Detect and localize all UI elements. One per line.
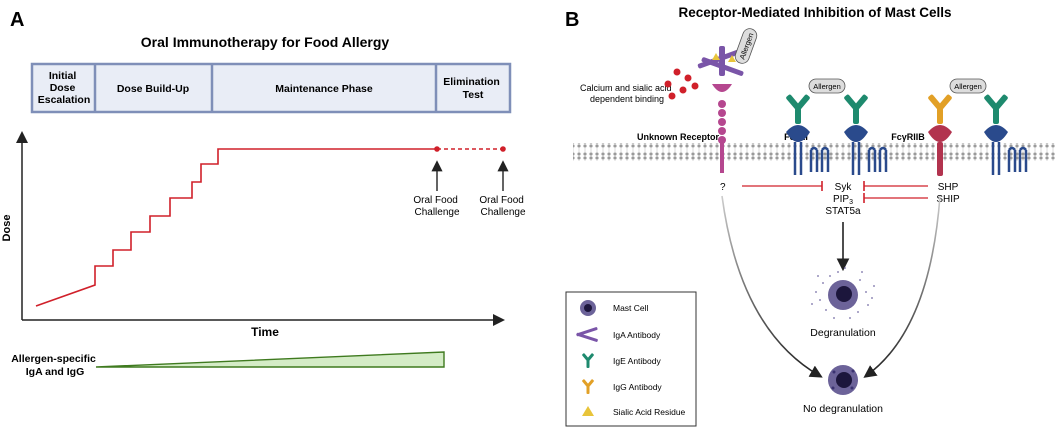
dose-time-axes: Dose Time bbox=[1, 131, 505, 339]
inhibition-arrow-right bbox=[863, 195, 941, 378]
fcgriib-label: FcγRIIB bbox=[891, 132, 925, 142]
panel-b-letter: B bbox=[565, 9, 579, 31]
svg-text:IgG Antibody: IgG Antibody bbox=[613, 382, 662, 392]
panel-a: A Oral Immunotherapy for Food Allergy In… bbox=[1, 9, 526, 378]
signaling: Syk PIP3 STAT5a SHP SHIP bbox=[742, 181, 960, 272]
legend: Mast Cell IgA Antibody IgE Antibody IgG … bbox=[565, 291, 697, 427]
svg-text:Mast Cell: Mast Cell bbox=[613, 303, 649, 313]
svg-text:Sialic Acid Residue: Sialic Acid Residue bbox=[613, 407, 686, 417]
iga-antibody-icon bbox=[576, 327, 598, 342]
degranulating-mast-cell: Degranulation bbox=[810, 267, 876, 339]
legend-item-iga: IgA Antibody bbox=[576, 327, 661, 342]
legend-item-sialic-acid: Sialic Acid Residue bbox=[582, 406, 686, 417]
legend-item-igg: IgG Antibody bbox=[581, 378, 662, 394]
panel-b-title: Receptor-Mediated Inhibition of Mast Cel… bbox=[678, 5, 951, 20]
legend-item-ige: IgE Antibody bbox=[581, 352, 661, 368]
antibody-label: Allergen-specific IgA and IgG bbox=[11, 353, 99, 378]
phase-dose-build-up: Dose Build-Up bbox=[117, 83, 189, 95]
challenge-label-2: Oral Food Challenge bbox=[479, 195, 526, 218]
panel-a-title: Oral Immunotherapy for Food Allergy bbox=[141, 34, 390, 50]
inhibition-arrow-left bbox=[721, 195, 823, 378]
svg-text:IgA Antibody: IgA Antibody bbox=[613, 330, 661, 340]
phase-elimination-test: Elimination Test bbox=[443, 76, 503, 101]
svg-text:IgE Antibody: IgE Antibody bbox=[613, 356, 661, 366]
degranulation-label: Degranulation bbox=[810, 327, 876, 339]
sialic-acid-icon bbox=[582, 406, 594, 416]
no-degranulation-label: No degranulation bbox=[803, 403, 883, 415]
shp-label: SHP bbox=[938, 182, 959, 193]
ship-label: SHIP bbox=[936, 194, 960, 205]
binding-note: Calcium and sialic acid dependent bindin… bbox=[580, 83, 674, 104]
resting-mast-cell: No degranulation bbox=[803, 365, 883, 415]
challenge-label-1: Oral Food Challenge bbox=[413, 195, 460, 218]
pip3-label: PIP3 bbox=[833, 194, 853, 206]
svg-text:Allergen: Allergen bbox=[954, 82, 982, 91]
cell-membrane bbox=[573, 143, 1055, 161]
panel-b: B Receptor-Mediated Inhibition of Mast C… bbox=[565, 5, 1055, 427]
unknown-mechanism-question: ? bbox=[720, 182, 726, 193]
x-axis-label: Time bbox=[251, 325, 279, 339]
stat5a-label: STAT5a bbox=[825, 206, 861, 217]
svg-text:Allergen: Allergen bbox=[813, 82, 841, 91]
panel-a-letter: A bbox=[10, 9, 24, 31]
y-axis-label: Dose bbox=[1, 215, 13, 242]
fceri-receptor: FcεRI Allergen bbox=[784, 78, 888, 175]
challenge-point-1 bbox=[434, 146, 440, 152]
challenge-point-2 bbox=[500, 146, 506, 152]
phase-bar: Initial Dose Escalation Dose Build-Up Ma… bbox=[30, 62, 512, 114]
phase-maintenance: Maintenance Phase bbox=[275, 83, 373, 95]
syk-label: Syk bbox=[835, 182, 853, 193]
legend-item-mast-cell: Mast Cell bbox=[580, 300, 649, 316]
dose-curve bbox=[35, 148, 437, 307]
unknown-receptor: Allergen Unknown Receptor ? bbox=[637, 28, 758, 193]
unknown-receptor-label: Unknown Receptor bbox=[637, 132, 720, 142]
sialic-residue-icon bbox=[712, 53, 720, 60]
antibody-wedge bbox=[95, 351, 445, 368]
phase-initial-escalation: Initial Dose Escalation bbox=[38, 70, 91, 106]
fcgriib-receptor: FcγRIIB Allergen bbox=[891, 78, 1028, 176]
calcium-ions bbox=[664, 68, 699, 100]
